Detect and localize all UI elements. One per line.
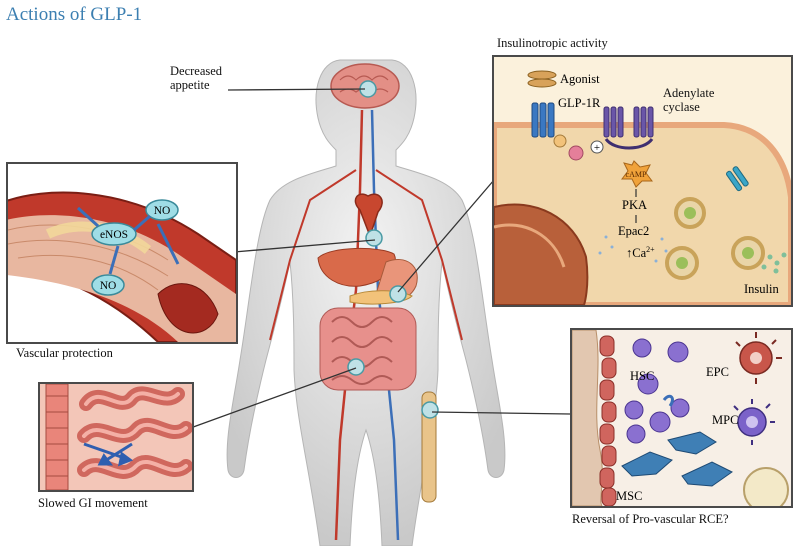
insulin-label: Insulin [744, 282, 779, 296]
enos-label: eNOS [100, 229, 128, 241]
no-label-top: NO [154, 205, 171, 217]
rce-panel: HSC EPC MPC MSC [570, 328, 793, 508]
g-alpha-subunit [569, 146, 583, 160]
no-label-bottom: NO [100, 280, 117, 292]
mpc-label: MPC [712, 413, 738, 427]
label-vascular-protection: Vascular protection [16, 346, 113, 361]
epc-label: EPC [706, 365, 729, 379]
adenylate-cyclase-label: Adenylate cyclase [663, 86, 714, 114]
epac2-label: Epac2 [618, 224, 649, 238]
plus-text: + [594, 142, 600, 154]
gi-panel [38, 382, 194, 492]
label-insulinotropic-activity: Insulinotropic activity [497, 36, 608, 51]
hsc-label: HSC [630, 369, 654, 383]
colon-segment [46, 384, 68, 490]
g-protein [554, 135, 566, 147]
label-reversal-rce: Reversal of Pro-vascular RCE? [572, 512, 729, 527]
insulinotropic-panel: + cAMP Agonist GLP-1R PKA Epac2 ↑Ca2+ [492, 55, 793, 307]
mature-cell [744, 468, 788, 506]
label-slowed-gi-movement: Slowed GI movement [38, 496, 148, 511]
camp-label: cAMP [626, 170, 647, 179]
vascular-panel: NO eNOS NO [6, 162, 238, 344]
msc-label: MSC [616, 489, 642, 503]
glp1r-label: GLP-1R [558, 96, 601, 110]
label-decreased-appetite: Decreased appetite [170, 64, 222, 92]
glp1-receptor [532, 103, 554, 137]
pka-label: PKA [622, 198, 647, 212]
agonist-label: Agonist [560, 72, 600, 86]
